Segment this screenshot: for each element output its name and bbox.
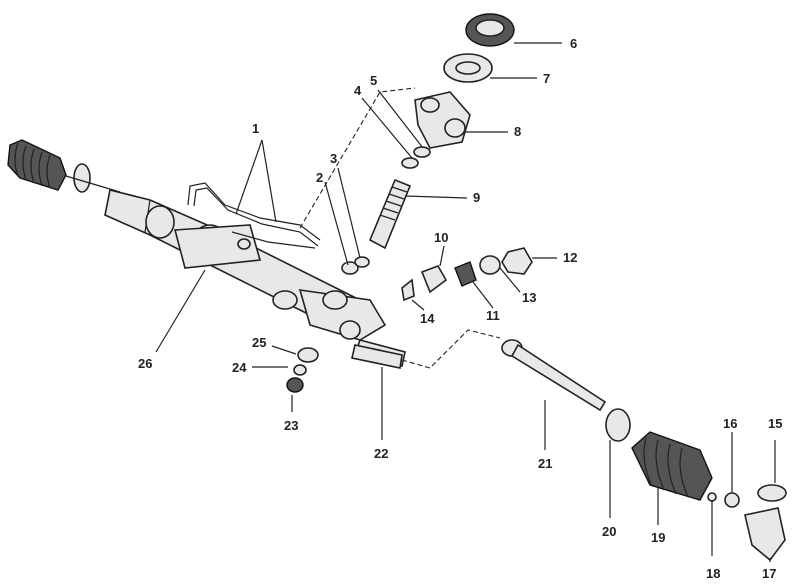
callout-13: 13	[522, 290, 536, 305]
callout-11: 11	[486, 308, 500, 323]
rack-bar	[351, 329, 501, 369]
tie-rod	[501, 339, 607, 412]
seal-parts-top	[443, 13, 515, 83]
callout-24: 24	[232, 360, 247, 375]
tie-rod-end-parts	[707, 484, 787, 562]
hydraulic-lines	[187, 182, 321, 249]
callout-14: 14	[420, 311, 435, 326]
callout-18: 18	[706, 566, 720, 581]
clamp-ring	[605, 408, 631, 442]
callout-20: 20	[602, 524, 616, 539]
yoke-parts	[401, 247, 533, 302]
callout-1: 1	[252, 121, 259, 136]
callout-21: 21	[538, 456, 552, 471]
callout-7: 7	[543, 71, 550, 86]
callout-26: 26	[138, 356, 152, 371]
callout-16: 16	[723, 416, 737, 431]
callout-4: 4	[354, 83, 362, 98]
leader-lines	[155, 42, 776, 562]
callout-22: 22	[374, 446, 388, 461]
bottom-nuts	[286, 347, 319, 393]
callout-5: 5	[370, 73, 377, 88]
left-bellows-boot	[7, 139, 121, 193]
callout-9: 9	[473, 190, 480, 205]
right-bellows-boot	[631, 431, 713, 501]
pinion-shaft	[368, 178, 412, 250]
callout-3: 3	[330, 151, 337, 166]
callout-8: 8	[514, 124, 521, 139]
callout-17: 17	[762, 566, 776, 581]
callout-10: 10	[434, 230, 448, 245]
callouts: 1 2 3 4 5 6 7 8 9 10 11 12 13 14 15 16 1…	[138, 36, 782, 581]
small-rings	[341, 146, 431, 275]
callout-12: 12	[563, 250, 577, 265]
callout-2: 2	[316, 170, 323, 185]
callout-19: 19	[651, 530, 665, 545]
callout-23: 23	[284, 418, 298, 433]
valve-housing	[414, 91, 471, 149]
callout-15: 15	[768, 416, 782, 431]
callout-25: 25	[252, 335, 266, 350]
callout-6: 6	[570, 36, 577, 51]
